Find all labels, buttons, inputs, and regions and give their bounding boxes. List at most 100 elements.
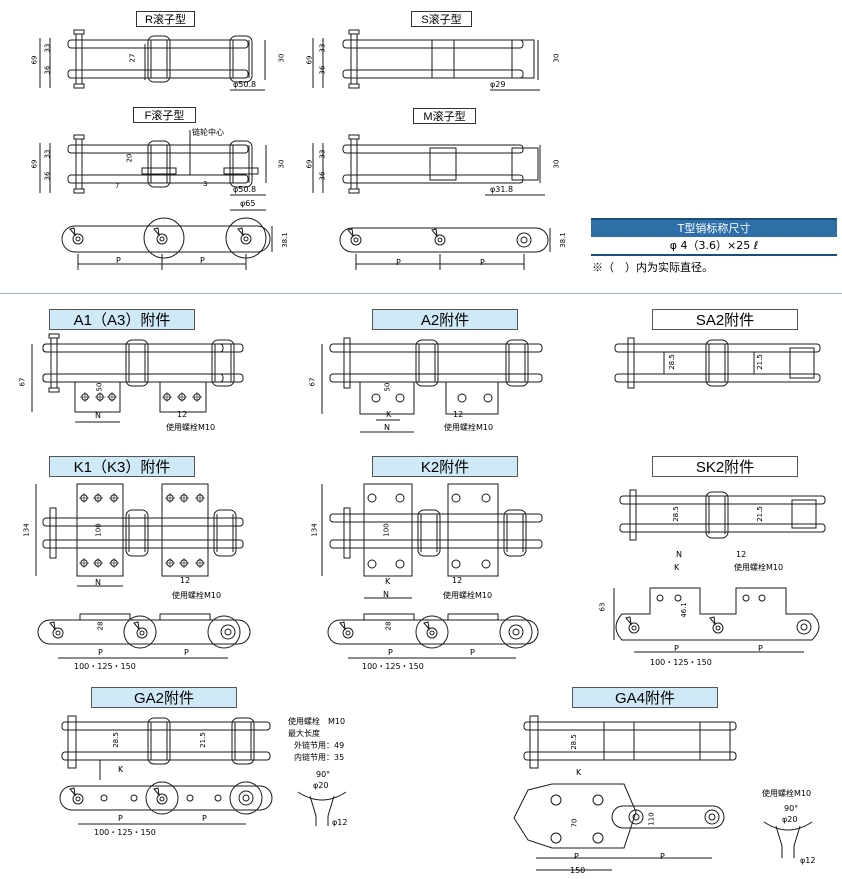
- dim-k-sk2: K: [674, 563, 680, 572]
- f-roller-drawing: [39, 130, 267, 211]
- ga4-label: GA4附件: [572, 687, 718, 708]
- dim-381-f: 38.1: [280, 232, 289, 248]
- dim-p-ga4b: P: [660, 852, 665, 861]
- s-roller-drawing: [312, 29, 540, 91]
- ga2-outer-link: 外链节用：49: [294, 741, 345, 750]
- dim-28-k2: 28: [384, 621, 393, 631]
- dim-p-k2a: P: [388, 648, 393, 657]
- dim-100-k1: 100: [94, 523, 103, 537]
- dim-pitch-sk2: 100・125・150: [650, 658, 712, 667]
- dim-k-ga4: K: [576, 768, 582, 777]
- ga2-attachment-drawing: [61, 715, 271, 780]
- dim-27: 27: [128, 53, 137, 63]
- dim-33-m: 33: [318, 149, 327, 159]
- dim-12-a1: 12: [177, 410, 188, 419]
- dim-30-s: 30: [552, 53, 561, 63]
- dim-30-m: 30: [552, 159, 561, 169]
- dim-285-ga2: 28.5: [111, 732, 120, 748]
- dim-pitch-ga2: 100・125・150: [94, 828, 156, 837]
- dim-n-k1: N: [95, 578, 101, 587]
- dim-phi12-ga2: φ12: [332, 818, 348, 827]
- dim-p-f1: P: [116, 256, 121, 265]
- dim-p-ga2b: P: [202, 814, 207, 823]
- sprocket-center-label: 链轮中心: [192, 128, 224, 137]
- k2-attachment-drawing: [321, 483, 543, 599]
- dim-phi508-r: φ50.8: [233, 80, 257, 89]
- sk2-attachment-drawing: [619, 489, 826, 541]
- dim-12-a2: 12: [453, 410, 464, 419]
- dim-20-f: 20: [125, 153, 134, 163]
- k1-attachment-drawing: [35, 483, 244, 587]
- dim-n-sk2: N: [676, 550, 682, 559]
- dim-461-sk2: 46.1: [679, 602, 688, 618]
- dim-33: 33: [43, 43, 52, 53]
- ga2-plan-view: [59, 781, 273, 825]
- dim-70-ga4: 70: [570, 818, 579, 828]
- dim-k-ga2: K: [118, 765, 124, 774]
- bolt-note-k2: 使用螺栓M10: [443, 591, 493, 600]
- dim-phi20-ga2: φ20: [313, 781, 329, 790]
- k2-label: K2附件: [372, 456, 518, 477]
- pin-size-table: T型销标称尺寸 φ 4（3.6）×25 ℓ: [591, 218, 837, 256]
- dim-215-sk2: 21.5: [755, 506, 764, 522]
- dim-69: 69: [30, 55, 39, 65]
- dim-pitch-k2: 100・125・150: [362, 662, 424, 671]
- section-divider: [0, 293, 842, 294]
- dim-n-k2: N: [383, 590, 389, 599]
- dim-k-k2: K: [385, 577, 391, 586]
- f-roller-plan-view: [61, 217, 273, 270]
- a1-attachment-drawing: [31, 333, 244, 423]
- dim-7-f: 7: [115, 182, 120, 190]
- k1-label: K1（K3）附件: [49, 456, 195, 477]
- dim-67-a1: 67: [18, 377, 27, 387]
- dim-28-k1: 28: [96, 621, 105, 631]
- dim-3-f: 3: [203, 180, 208, 188]
- dim-n-a2: N: [384, 423, 390, 432]
- dim-285-sa2: 28.5: [667, 354, 676, 370]
- k1-plan-view: [37, 613, 251, 659]
- dim-110-ga4: 110: [647, 812, 656, 826]
- ga2-bolt-detail: [297, 791, 347, 826]
- dim-36-f: 36: [43, 171, 52, 181]
- dim-33-s: 33: [318, 43, 327, 53]
- dim-p-ga2a: P: [118, 814, 123, 823]
- ga2-bolt-note: 使用螺栓 M10: [288, 717, 346, 726]
- m-roller-plan-view: [339, 227, 551, 270]
- dim-67-a2: 67: [308, 377, 317, 387]
- dim-phi65: φ65: [240, 199, 256, 208]
- ga2-max-length: 最大长度: [288, 729, 320, 738]
- ga4-attachment-drawing: [523, 715, 737, 769]
- ga2-label: GA2附件: [91, 687, 237, 708]
- dim-p-k2b: P: [470, 648, 475, 657]
- dim-33-f: 33: [43, 149, 52, 159]
- dim-69-s: 69: [305, 55, 314, 65]
- dim-phi20-ga4: φ20: [782, 815, 798, 824]
- dim-12-k2: 12: [452, 576, 463, 585]
- k2-plan-view: [327, 613, 539, 659]
- dim-134-k2: 134: [310, 523, 319, 537]
- r-roller-drawing: [39, 29, 266, 91]
- dim-150-ga4: 150: [570, 866, 586, 875]
- dim-30-f: 30: [277, 159, 286, 169]
- a2-attachment-drawing: [321, 337, 543, 433]
- dim-63-sk2: 63: [598, 602, 607, 612]
- dim-p-f2: P: [200, 256, 205, 265]
- dim-90-ga2: 90°: [316, 770, 331, 779]
- dim-phi29: φ29: [490, 80, 506, 89]
- dim-p-k1b: P: [184, 648, 189, 657]
- m-roller-drawing: [312, 134, 545, 196]
- ga4-bolt-detail: [763, 821, 813, 858]
- dim-36: 36: [43, 65, 52, 75]
- dim-p-m1: P: [396, 258, 401, 267]
- bolt-note-sk2: 使用螺栓M10: [734, 563, 784, 572]
- dim-285-sk2: 28.5: [671, 506, 680, 522]
- a1-label: A1（A3）附件: [49, 309, 195, 330]
- dim-p-sk2b: P: [758, 644, 763, 653]
- ga2-inner-link: 内链节用：35: [294, 753, 345, 762]
- dim-n-a1: N: [95, 411, 101, 420]
- s-roller-label: S滚子型: [411, 11, 472, 27]
- dim-90-ga4: 90°: [784, 804, 799, 813]
- dim-215-sa2: 21.5: [755, 354, 764, 370]
- ga4-bolt-note: 使用螺栓M10: [762, 789, 812, 798]
